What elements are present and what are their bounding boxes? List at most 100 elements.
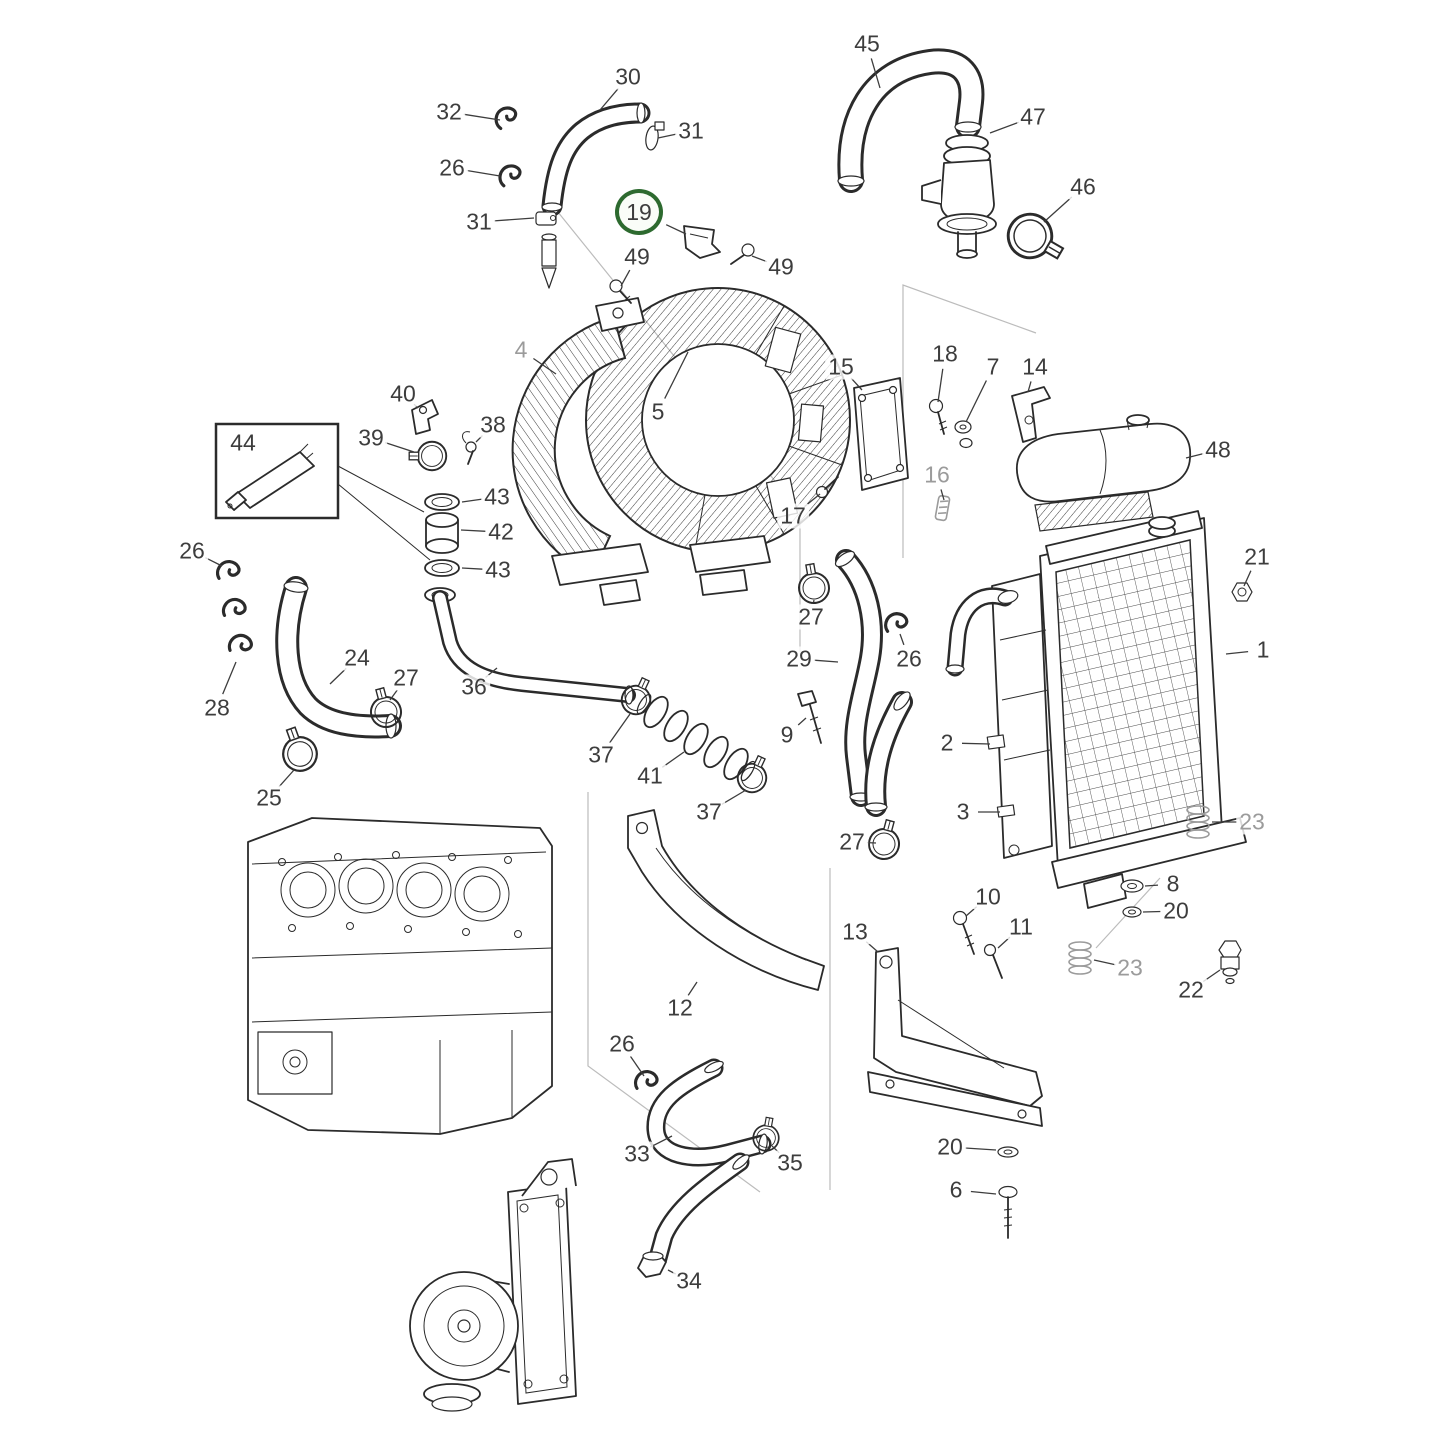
leader-line-26 [205,557,223,567]
part-callout-10[interactable]: 10 [972,884,1004,910]
part-callout-12[interactable]: 12 [664,995,696,1021]
part-callout-16[interactable]: 16 [921,462,953,488]
part-callout-23[interactable]: 23 [1236,809,1268,835]
leader-line-49 [751,255,768,263]
part-callout-37[interactable]: 37 [585,742,617,768]
part-callout-49[interactable]: 49 [621,244,653,270]
part-callout-36[interactable]: 36 [458,674,490,700]
part-callout-48[interactable]: 48 [1202,437,1234,463]
part-callout-41[interactable]: 41 [634,763,666,789]
part-callout-7[interactable]: 7 [983,354,1003,380]
stud-16 [934,494,951,522]
part-callout-43[interactable]: 43 [481,484,513,510]
washer-20-lower [997,1146,1019,1158]
part-callout-44[interactable]: 44 [227,430,259,456]
lower-radiator-hose [214,557,406,777]
leader-line-21 [1243,570,1252,587]
part-callout-33[interactable]: 33 [621,1141,653,1167]
part-callout-15[interactable]: 15 [825,354,857,380]
leader-line-18 [937,368,944,403]
part-callout-28[interactable]: 28 [201,695,233,721]
part-callout-40[interactable]: 40 [387,381,419,407]
part-callout-14[interactable]: 14 [1019,354,1051,380]
part-callout-27[interactable]: 27 [390,665,422,691]
part-callout-42[interactable]: 42 [485,519,517,545]
part-callout-32[interactable]: 32 [433,99,465,125]
part-callout-6[interactable]: 6 [946,1177,966,1203]
mounting-plate-group [815,377,1051,522]
part-callout-49[interactable]: 49 [765,254,797,280]
bolt-10 [952,910,975,955]
washer-8 [1120,879,1144,893]
plug-22 [1218,940,1242,985]
part-callout-13[interactable]: 13 [839,919,871,945]
part-callout-47[interactable]: 47 [1017,104,1049,130]
part-callout-26[interactable]: 26 [893,646,925,672]
part-callout-27[interactable]: 27 [795,604,827,630]
leader-line-7 [965,380,987,423]
part-callout-20[interactable]: 20 [1160,898,1192,924]
leader-line-20 [964,1147,997,1151]
bolt-6 [998,1185,1018,1239]
part-callout-43[interactable]: 43 [482,557,514,583]
part-callout-5[interactable]: 5 [648,399,668,425]
leader-line-8 [1144,884,1159,887]
nut-21 [1231,582,1253,602]
bolt-11 [983,943,1003,979]
part-callout-3[interactable]: 3 [953,799,973,825]
part-callout-11[interactable]: 11 [1006,914,1036,940]
leader-line-30 [599,87,619,111]
part-callout-4[interactable]: 4 [511,337,531,363]
part-callout-26[interactable]: 26 [436,155,468,181]
part-callout-46[interactable]: 46 [1067,174,1099,200]
part-callout-22[interactable]: 22 [1175,977,1207,1003]
part-callout-17[interactable]: 17 [777,503,809,529]
part-callout-8[interactable]: 8 [1163,871,1183,897]
part-callout-19-highlighted[interactable]: 19 [615,189,663,235]
part-callout-9[interactable]: 9 [777,722,797,748]
radiator [945,414,1247,909]
leader-line-43 [461,498,483,503]
part-callout-20[interactable]: 20 [934,1134,966,1160]
part-callout-45[interactable]: 45 [851,31,883,57]
leader-line-42 [460,529,487,532]
leader-line-41 [661,751,685,768]
leader-line-27 [389,689,398,701]
reserve-tank [1015,414,1191,532]
part-callout-18[interactable]: 18 [929,341,961,367]
part-callout-31[interactable]: 31 [675,118,707,144]
leader-line-32 [463,113,501,121]
part-callout-30[interactable]: 30 [612,64,644,90]
leader-line-15 [850,377,863,391]
part-callout-2[interactable]: 2 [937,730,957,756]
part-callout-35[interactable]: 35 [774,1150,806,1176]
leader-line-26 [899,633,905,646]
part-callout-26[interactable]: 26 [176,538,208,564]
part-callout-27[interactable]: 27 [836,829,868,855]
part-callout-34[interactable]: 34 [673,1268,705,1294]
part-callout-39[interactable]: 39 [355,425,387,451]
washer-7 [954,420,973,449]
part-callout-31[interactable]: 31 [463,209,495,235]
leader-line-2 [961,742,991,745]
part-callout-29[interactable]: 29 [783,646,815,672]
engine-block [247,817,553,1135]
bolt-9 [797,690,822,744]
leader-line-39 [385,441,415,453]
part-callout-38[interactable]: 38 [477,412,509,438]
part-callout-21[interactable]: 21 [1241,544,1273,570]
part-callout-1[interactable]: 1 [1253,637,1273,663]
upper-radiator-hose-group [837,48,1073,274]
part-callout-37[interactable]: 37 [693,799,725,825]
part-callout-24[interactable]: 24 [341,645,373,671]
leader-line-26 [629,1056,645,1077]
leader-line-12 [687,981,698,996]
part-callout-25[interactable]: 25 [253,785,285,811]
part-callout-26[interactable]: 26 [606,1031,638,1057]
leader-line-4 [533,357,557,375]
leader-line-23 [1093,959,1116,966]
part-callout-23[interactable]: 23 [1114,955,1146,981]
